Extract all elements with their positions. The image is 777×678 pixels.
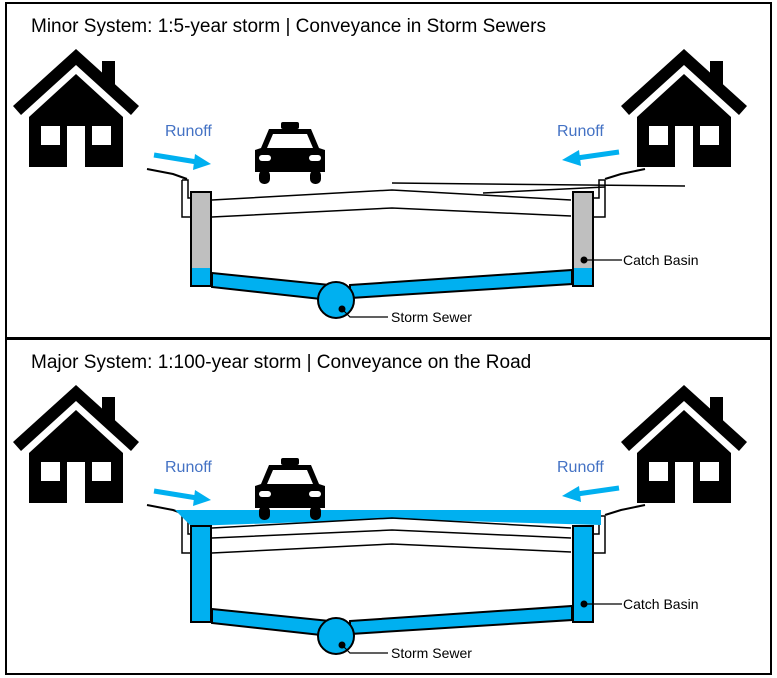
catch-basin-left [190,525,212,623]
taxi-icon [255,122,325,184]
house-icon [621,49,747,167]
runoff-label-right: Runoff [557,123,604,140]
arrow-icon [153,152,211,170]
catch-basin-left [190,191,212,287]
house-icon [621,385,747,503]
house-icon [13,49,139,167]
arrow-icon [562,485,620,502]
runoff-label-left: Runoff [165,123,212,140]
catch-basin-label: Catch Basin [623,252,698,268]
minor-system-diagram: Runoff Runoff [13,49,747,325]
storm-sewer [317,281,355,319]
arrow-icon [562,149,620,166]
house-icon [13,385,139,503]
minor-system-panel: Runoff Runoff [5,2,772,339]
arrow-icon [153,488,211,506]
storm-sewer-label: Storm Sewer [391,309,472,325]
catch-basin-label: Catch Basin [623,596,698,612]
major-system-panel: Runoff Runoff Storm [5,338,772,675]
panel-title: Major System: 1:100-year storm | Conveya… [31,352,532,373]
major-system-diagram: Runoff Runoff Storm [13,385,747,661]
runoff-label-left: Runoff [165,459,212,476]
panel-title: Minor System: 1:5-year storm | Conveyanc… [31,16,546,37]
catch-basin-right [572,191,594,287]
storm-sewer [317,617,355,655]
catch-basin-right [572,525,594,623]
runoff-label-right: Runoff [557,459,604,476]
storm-sewer-label: Storm Sewer [391,645,472,661]
